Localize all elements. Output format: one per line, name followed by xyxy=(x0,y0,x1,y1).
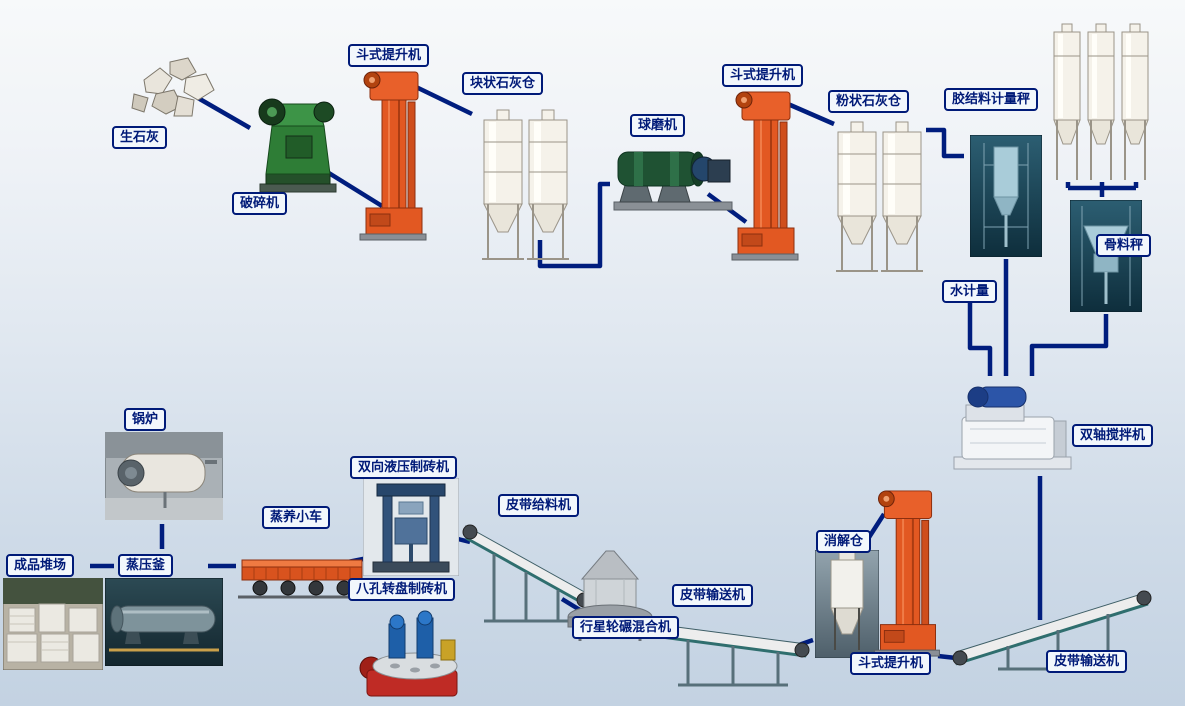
finished-yard-illustration xyxy=(2,577,104,674)
label-slaking-silo: 消解仓 xyxy=(816,530,872,553)
label-bucket-elevator-2-text: 斗式提升机 xyxy=(730,68,796,83)
autoclave-illustration xyxy=(104,577,224,670)
trolley-icon xyxy=(238,559,366,599)
rocks-icon xyxy=(131,57,215,117)
label-finished-yard-text: 成品堆场 xyxy=(14,558,67,573)
arrow-water-to-mixer xyxy=(967,303,993,376)
label-belt-feeder: 皮带给料机 xyxy=(498,494,580,517)
quicklime-rocks-illustration xyxy=(126,50,226,132)
rotary-press-illustration xyxy=(355,610,467,706)
rotary-press-icon xyxy=(359,610,458,697)
label-finished-yard: 成品堆场 xyxy=(6,554,75,577)
bucket-elevator-icon xyxy=(731,91,799,261)
label-rotary-press: 八孔转盘制砖机 xyxy=(348,578,456,601)
belt-conveyor-icon xyxy=(650,622,810,687)
yard-photo xyxy=(2,577,104,671)
label-lump-lime-silo: 块状石灰仓 xyxy=(462,72,544,95)
label-double-shaft-mixer-text: 双轴搅拌机 xyxy=(1080,428,1146,443)
bucket-elevator-2-illustration xyxy=(730,88,800,267)
label-lump-lime-silo-text: 块状石灰仓 xyxy=(470,76,536,91)
bucket-elevator-3-illustration xyxy=(872,487,942,663)
powder-lime-silos-illustration xyxy=(832,120,927,282)
autoclave-photo xyxy=(104,577,224,667)
label-ball-mill: 球磨机 xyxy=(630,114,686,137)
label-aggregate-scale-text: 骨料秤 xyxy=(1104,238,1144,253)
label-quicklime-text: 生石灰 xyxy=(120,130,160,145)
silo-pair-icon xyxy=(481,109,570,260)
label-binder-scale-text: 胶结料计量秤 xyxy=(952,92,1031,107)
boiler-illustration xyxy=(104,431,224,524)
label-belt-conveyor-right-text: 皮带输送机 xyxy=(1054,654,1120,669)
arrow-planetary-mixer-to-belt-feeder xyxy=(560,597,582,612)
label-bucket-elevator-3: 斗式提升机 xyxy=(850,652,932,675)
double-shaft-mixer-illustration xyxy=(950,383,1075,477)
binder-scale-photo xyxy=(969,134,1043,258)
label-quicklime: 生石灰 xyxy=(112,126,168,149)
label-hydraulic-press: 双向液压制砖机 xyxy=(350,456,458,479)
label-rotary-press-text: 八孔转盘制砖机 xyxy=(356,582,448,597)
label-planetary-mixer: 行星轮碾混合机 xyxy=(572,616,680,639)
label-bucket-elevator-3-text: 斗式提升机 xyxy=(858,656,924,671)
label-water-meter-text: 水计量 xyxy=(950,284,990,299)
bucket-elevator-icon xyxy=(359,71,427,241)
curing-trolley-illustration xyxy=(238,548,366,610)
hydraulic-press-illustration xyxy=(362,477,460,580)
arrow-lump-silo-to-ball-mill xyxy=(537,181,610,269)
binder-scale-illustration xyxy=(969,134,1043,261)
hydraulic-press-photo xyxy=(362,477,460,577)
label-water-meter: 水计量 xyxy=(942,280,998,303)
label-crusher-text: 破碎机 xyxy=(240,196,280,211)
belt-conveyor-mid-illustration xyxy=(648,598,813,694)
silo-triple-icon xyxy=(1053,23,1149,181)
aggregate-silos-illustration xyxy=(1050,22,1158,194)
slaking-silo-illustration xyxy=(814,549,880,662)
arrow-quicklime-to-crusher xyxy=(196,96,252,130)
mixer-icon xyxy=(953,386,1072,470)
arrow-crusher-to-elevator1 xyxy=(322,168,384,208)
label-boiler: 锅炉 xyxy=(124,408,167,431)
bucket-elevator-1-illustration xyxy=(358,68,428,247)
label-double-shaft-mixer: 双轴搅拌机 xyxy=(1072,424,1154,447)
label-slaking-silo-text: 消解仓 xyxy=(824,534,864,549)
crusher-illustration xyxy=(246,86,346,202)
label-belt-conveyor-mid: 皮带输送机 xyxy=(672,584,754,607)
label-planetary-mixer-text: 行星轮碾混合机 xyxy=(580,620,672,635)
jaw-crusher-icon xyxy=(258,98,337,193)
label-bucket-elevator-1: 斗式提升机 xyxy=(348,44,430,67)
belt-feeder-illustration xyxy=(460,518,595,630)
arrow-aggregate-scale-to-mixer xyxy=(1029,314,1109,376)
label-powder-lime-silo: 粉状石灰仓 xyxy=(828,90,910,113)
bucket-elevator-icon xyxy=(874,490,940,657)
arrow-elevator1-to-lump-silo xyxy=(413,83,473,117)
label-crusher: 破碎机 xyxy=(232,192,288,215)
label-curing-trolley: 蒸养小车 xyxy=(262,506,331,529)
label-autoclave: 蒸压釜 xyxy=(118,554,174,577)
ball-mill-illustration xyxy=(612,138,734,222)
arrow-powder-silo-to-binder-scale xyxy=(926,127,964,159)
slaking-silo-photo xyxy=(814,549,880,659)
label-boiler-text: 锅炉 xyxy=(132,412,159,427)
label-powder-lime-silo-text: 粉状石灰仓 xyxy=(836,94,902,109)
arrow-elevator2-to-powder-silo xyxy=(787,101,835,127)
label-belt-conveyor-mid-text: 皮带输送机 xyxy=(680,588,746,603)
label-belt-feeder-text: 皮带给料机 xyxy=(506,498,572,513)
ball-mill-icon xyxy=(613,151,733,211)
label-binder-scale: 胶结料计量秤 xyxy=(944,88,1039,111)
aggregate-scale-illustration xyxy=(1069,199,1143,316)
label-belt-conveyor-right: 皮带输送机 xyxy=(1046,650,1128,673)
lump-lime-silos-illustration xyxy=(478,108,573,270)
label-bucket-elevator-2: 斗式提升机 xyxy=(722,64,804,87)
label-aggregate-scale: 骨料秤 xyxy=(1096,234,1152,257)
label-ball-mill-text: 球磨机 xyxy=(638,118,678,133)
label-hydraulic-press-text: 双向液压制砖机 xyxy=(358,460,450,475)
boiler-photo xyxy=(104,431,224,521)
label-autoclave-text: 蒸压釜 xyxy=(126,558,166,573)
silo-bus-line xyxy=(1065,182,1139,191)
belt-feeder-icon xyxy=(462,524,592,623)
label-curing-trolley-text: 蒸养小车 xyxy=(270,510,323,525)
silo-pair-icon xyxy=(835,121,924,272)
label-bucket-elevator-1-text: 斗式提升机 xyxy=(356,48,422,63)
